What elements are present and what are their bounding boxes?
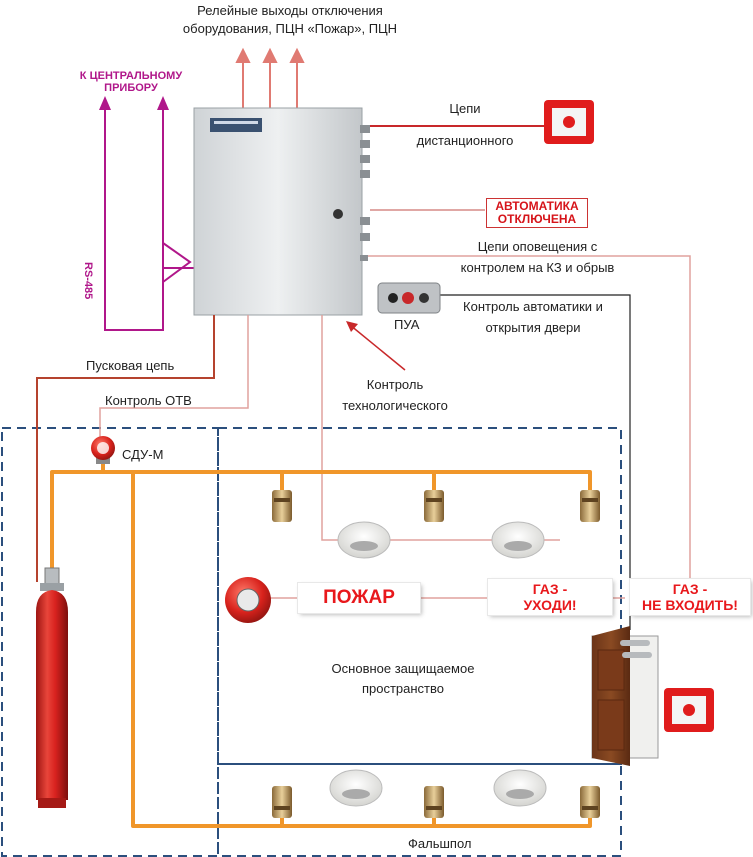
tech-wire <box>321 315 560 541</box>
false-floor-label: Фальшпол <box>408 836 472 851</box>
gas-no-enter-line2: НЕ ВХОДИТЬ! <box>642 597 738 613</box>
to-central-device-label: К ЦЕНТРАЛЬНОМУ ПРИБОРУ <box>66 70 196 94</box>
fire-sign: ПОЖАР <box>298 583 420 613</box>
false-floor-border <box>217 763 622 857</box>
gas-cylinder <box>36 567 68 808</box>
main-space-line2: пространство <box>361 681 445 696</box>
tech-control-arrow <box>346 321 358 332</box>
nozzles <box>272 490 600 818</box>
automation-control-line2: открытия двери <box>485 320 581 335</box>
otv-control-label: Контроль ОТВ <box>105 393 192 408</box>
notify-label: Цепи оповещения с контролем на КЗ и обры… <box>450 238 625 277</box>
tech-control-line2: технологического <box>342 398 448 413</box>
remote-line1: Цепи <box>449 101 481 116</box>
notify-line2: контролем на КЗ и обрыв <box>460 260 615 275</box>
automation-off-line2: ОТКЛЮЧЕНА <box>497 212 577 226</box>
fire-bell <box>225 577 271 623</box>
main-space-border <box>217 427 622 765</box>
gas-no-enter-line1: ГАЗ - <box>672 581 708 597</box>
gas-no-enter-sign: ГАЗ - НЕ ВХОДИТЬ! <box>630 579 750 615</box>
rs485-arrow-1 <box>99 96 111 110</box>
automation-control-label: Контроль автоматики и открытия двери <box>448 298 618 337</box>
manual-call-point-door <box>664 688 714 732</box>
door-control-wire <box>440 294 631 630</box>
to-central-line2: ПРИБОРУ <box>104 82 158 94</box>
pua-panel <box>377 282 441 314</box>
launch-wire <box>36 315 215 582</box>
otv-wire <box>99 315 249 440</box>
automation-control-line1: Контроль автоматики и <box>463 299 603 314</box>
rs485-lines <box>104 105 194 331</box>
tech-control-line1: Контроль <box>366 377 424 392</box>
remote-line2: дистанционного <box>416 133 514 148</box>
relay-outputs-label: Релейные выходы отключения оборудования,… <box>170 2 410 38</box>
manual-call-point-top <box>544 100 594 144</box>
main-space-line1: Основное защищаемое <box>331 661 475 676</box>
automation-off-sign: АВТОМАТИКА ОТКЛЮЧЕНА <box>486 198 588 228</box>
smoke-detectors <box>329 521 547 807</box>
relay-outputs-line2: оборудования, ПЦН «Пожар», ПЦН <box>182 21 398 36</box>
automation-off-line1: АВТОМАТИКА <box>495 199 579 213</box>
tech-control-line <box>349 324 406 371</box>
rs485-label: RS-485 <box>82 262 94 300</box>
to-central-line1: К ЦЕНТРАЛЬНОМУ <box>79 70 183 82</box>
launch-circuit-label: Пусковая цепь <box>86 358 175 373</box>
notify-line1: Цепи оповещения с <box>477 239 598 254</box>
door <box>591 626 659 766</box>
pua-label: ПУА <box>394 317 420 332</box>
gas-leave-sign: ГАЗ - УХОДИ! <box>488 579 612 615</box>
rs485-arrow-2 <box>157 96 169 110</box>
cylinder-zone-border <box>1 427 219 857</box>
remote-label: Цепи дистанционного <box>415 100 515 150</box>
relay-outputs-line1: Релейные выходы отключения <box>197 3 383 18</box>
gas-leave-line2: УХОДИ! <box>523 597 577 613</box>
relay-arrows <box>235 47 305 108</box>
sdu-label: СДУ-М <box>122 447 164 462</box>
control-cabinet <box>193 107 370 316</box>
gas-leave-line1: ГАЗ - <box>532 581 568 597</box>
zone-borders <box>1 427 622 857</box>
sdu-gauge <box>91 436 115 464</box>
tech-control-label: Контроль технологического <box>340 376 450 415</box>
main-space-label: Основное защищаемое пространство <box>318 660 488 698</box>
